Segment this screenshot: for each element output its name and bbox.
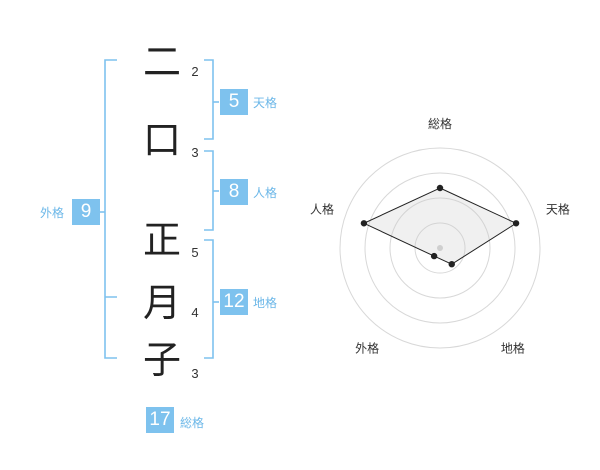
chikaku-label: 地格 bbox=[253, 296, 278, 310]
radar-axis-label: 天格 bbox=[546, 202, 570, 217]
chikaku-bracket bbox=[204, 239, 214, 359]
stroke-count-4: 4 bbox=[191, 305, 199, 320]
radar-axis-label: 人格 bbox=[310, 202, 334, 217]
tenkaku-value: 5 bbox=[220, 89, 248, 115]
radar-axis-label: 外格 bbox=[355, 340, 379, 355]
stroke-count-1: 2 bbox=[191, 64, 199, 79]
stroke-count-5: 3 bbox=[191, 366, 199, 381]
tenkaku-bracket bbox=[204, 59, 214, 140]
name-char-3: 正 bbox=[142, 218, 181, 262]
jinkaku-bracket bbox=[204, 150, 214, 231]
radar-point bbox=[436, 184, 444, 192]
chikaku-value: 12 bbox=[220, 289, 248, 315]
radar-ring bbox=[389, 197, 491, 299]
tenkaku-label: 天格 bbox=[253, 96, 278, 110]
radar-ring bbox=[364, 172, 516, 324]
gaikaku-label: 外格 bbox=[40, 206, 65, 220]
radar-center bbox=[437, 245, 443, 251]
radar-point bbox=[430, 252, 438, 260]
radar-ring bbox=[414, 222, 466, 274]
name-char-2: 口 bbox=[142, 118, 181, 162]
soukaku-value: 17 bbox=[146, 407, 174, 433]
soukaku-label: 総格 bbox=[180, 416, 205, 430]
name-char-5: 子 bbox=[142, 338, 181, 382]
radar-point bbox=[512, 220, 520, 227]
radar-ring bbox=[339, 147, 541, 349]
radar-area bbox=[362, 187, 518, 265]
jinkaku-label: 人格 bbox=[253, 186, 278, 200]
gaikaku-bracket bbox=[104, 59, 117, 359]
radar-point bbox=[360, 220, 368, 227]
name-char-1: 二 bbox=[142, 40, 181, 84]
gaikaku-value: 9 bbox=[72, 199, 100, 225]
stroke-count-2: 3 bbox=[191, 145, 199, 160]
radar-point bbox=[448, 260, 455, 268]
radar-axis-label: 地格 bbox=[501, 340, 525, 355]
jinkaku-value: 8 bbox=[220, 179, 248, 205]
name-char-4: 月 bbox=[142, 281, 181, 325]
stroke-count-3: 5 bbox=[191, 245, 199, 260]
radar-axis-label: 総格 bbox=[428, 116, 452, 131]
